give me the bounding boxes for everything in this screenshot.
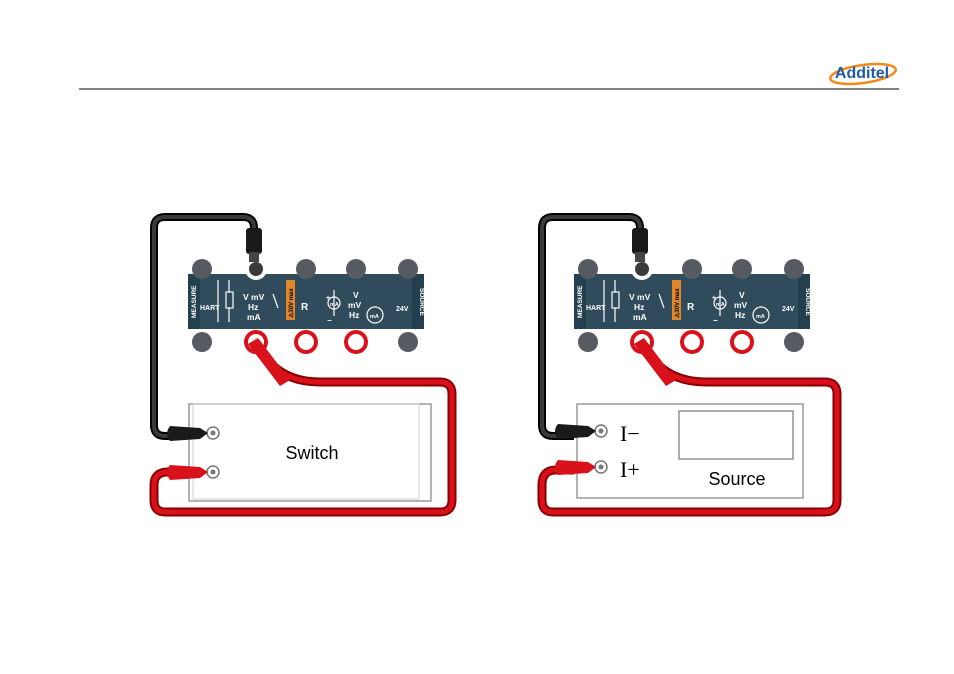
logo-text: Additel bbox=[835, 65, 889, 82]
left-minus-label: − bbox=[327, 316, 332, 325]
black-banana-plug bbox=[246, 228, 262, 254]
left-24v-label: 24V bbox=[396, 306, 409, 313]
left-src-ma2-label: mA bbox=[370, 314, 379, 320]
right-minus-label: − bbox=[713, 316, 718, 325]
left-calibrator-panel: MEASURE HART V mV Hz mA ⚠30V max R + − m… bbox=[188, 258, 425, 354]
left-src-hz-label: Hz bbox=[349, 310, 359, 320]
switch-device-label: Switch bbox=[285, 443, 338, 463]
left-src-v-label: V bbox=[353, 290, 359, 300]
left-measure-label: MEASURE bbox=[191, 285, 198, 318]
right-r-label: R bbox=[687, 302, 695, 313]
black-banana-plug-right bbox=[632, 228, 648, 254]
terminal-minus-label: I− bbox=[620, 421, 640, 446]
right-src-mv-label: mV bbox=[734, 300, 748, 310]
terminal-plus-label: I+ bbox=[620, 457, 640, 482]
red-banana-plug bbox=[248, 338, 290, 386]
left-hz-label: Hz bbox=[248, 302, 258, 312]
right-calibrator-panel: MEASURE HART V mV Hz mA ⚠30V max R + − m… bbox=[574, 258, 811, 354]
red-banana-plug-right bbox=[634, 338, 676, 386]
right-source-label: SOURCE bbox=[804, 288, 811, 316]
left-warning-label: ⚠30V max bbox=[288, 288, 295, 318]
right-warning-label: ⚠30V max bbox=[674, 288, 681, 318]
left-wiring-diagram: Switch MEASURE HART V mV Hz mA ⚠30V max … bbox=[154, 217, 452, 512]
right-src-ma2-label: mA bbox=[756, 314, 765, 320]
right-vmv-label: V mV bbox=[629, 292, 651, 302]
right-measure-label: MEASURE bbox=[577, 285, 584, 318]
left-source-label: SOURCE bbox=[418, 288, 425, 316]
right-plus-label: + bbox=[712, 295, 716, 302]
left-src-mv-label: mV bbox=[348, 300, 362, 310]
source-display-window bbox=[679, 411, 793, 459]
right-wiring-diagram: Source I− I+ MEASURE HART V mV Hz mA ⚠30… bbox=[542, 217, 837, 512]
right-hart-label: HART bbox=[586, 305, 606, 312]
left-src-ma-circle-label: mA bbox=[330, 302, 339, 308]
left-ma-label: mA bbox=[247, 312, 261, 322]
right-24v-label: 24V bbox=[782, 306, 795, 313]
right-src-v-label: V bbox=[739, 290, 745, 300]
left-r-label: R bbox=[301, 302, 309, 313]
right-src-hz-label: Hz bbox=[735, 310, 745, 320]
left-plus-label: + bbox=[326, 295, 330, 302]
right-hz-label: Hz bbox=[634, 302, 644, 312]
source-device-label: Source bbox=[708, 469, 765, 489]
right-ma-label: mA bbox=[633, 312, 647, 322]
left-vmv-label: V mV bbox=[243, 292, 265, 302]
right-src-ma-circle-label: mA bbox=[716, 302, 725, 308]
brand-logo: Additel bbox=[829, 60, 897, 87]
left-hart-label: HART bbox=[200, 305, 220, 312]
